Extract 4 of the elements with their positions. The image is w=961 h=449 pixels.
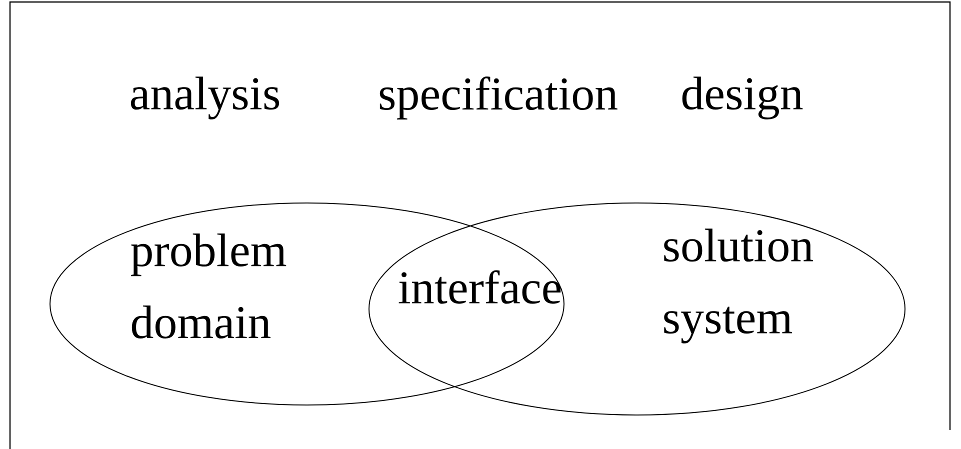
label: design	[682, 76, 803, 120]
label: interface	[398, 270, 561, 304]
label: analysis	[130, 76, 280, 120]
label: specification	[380, 76, 618, 120]
